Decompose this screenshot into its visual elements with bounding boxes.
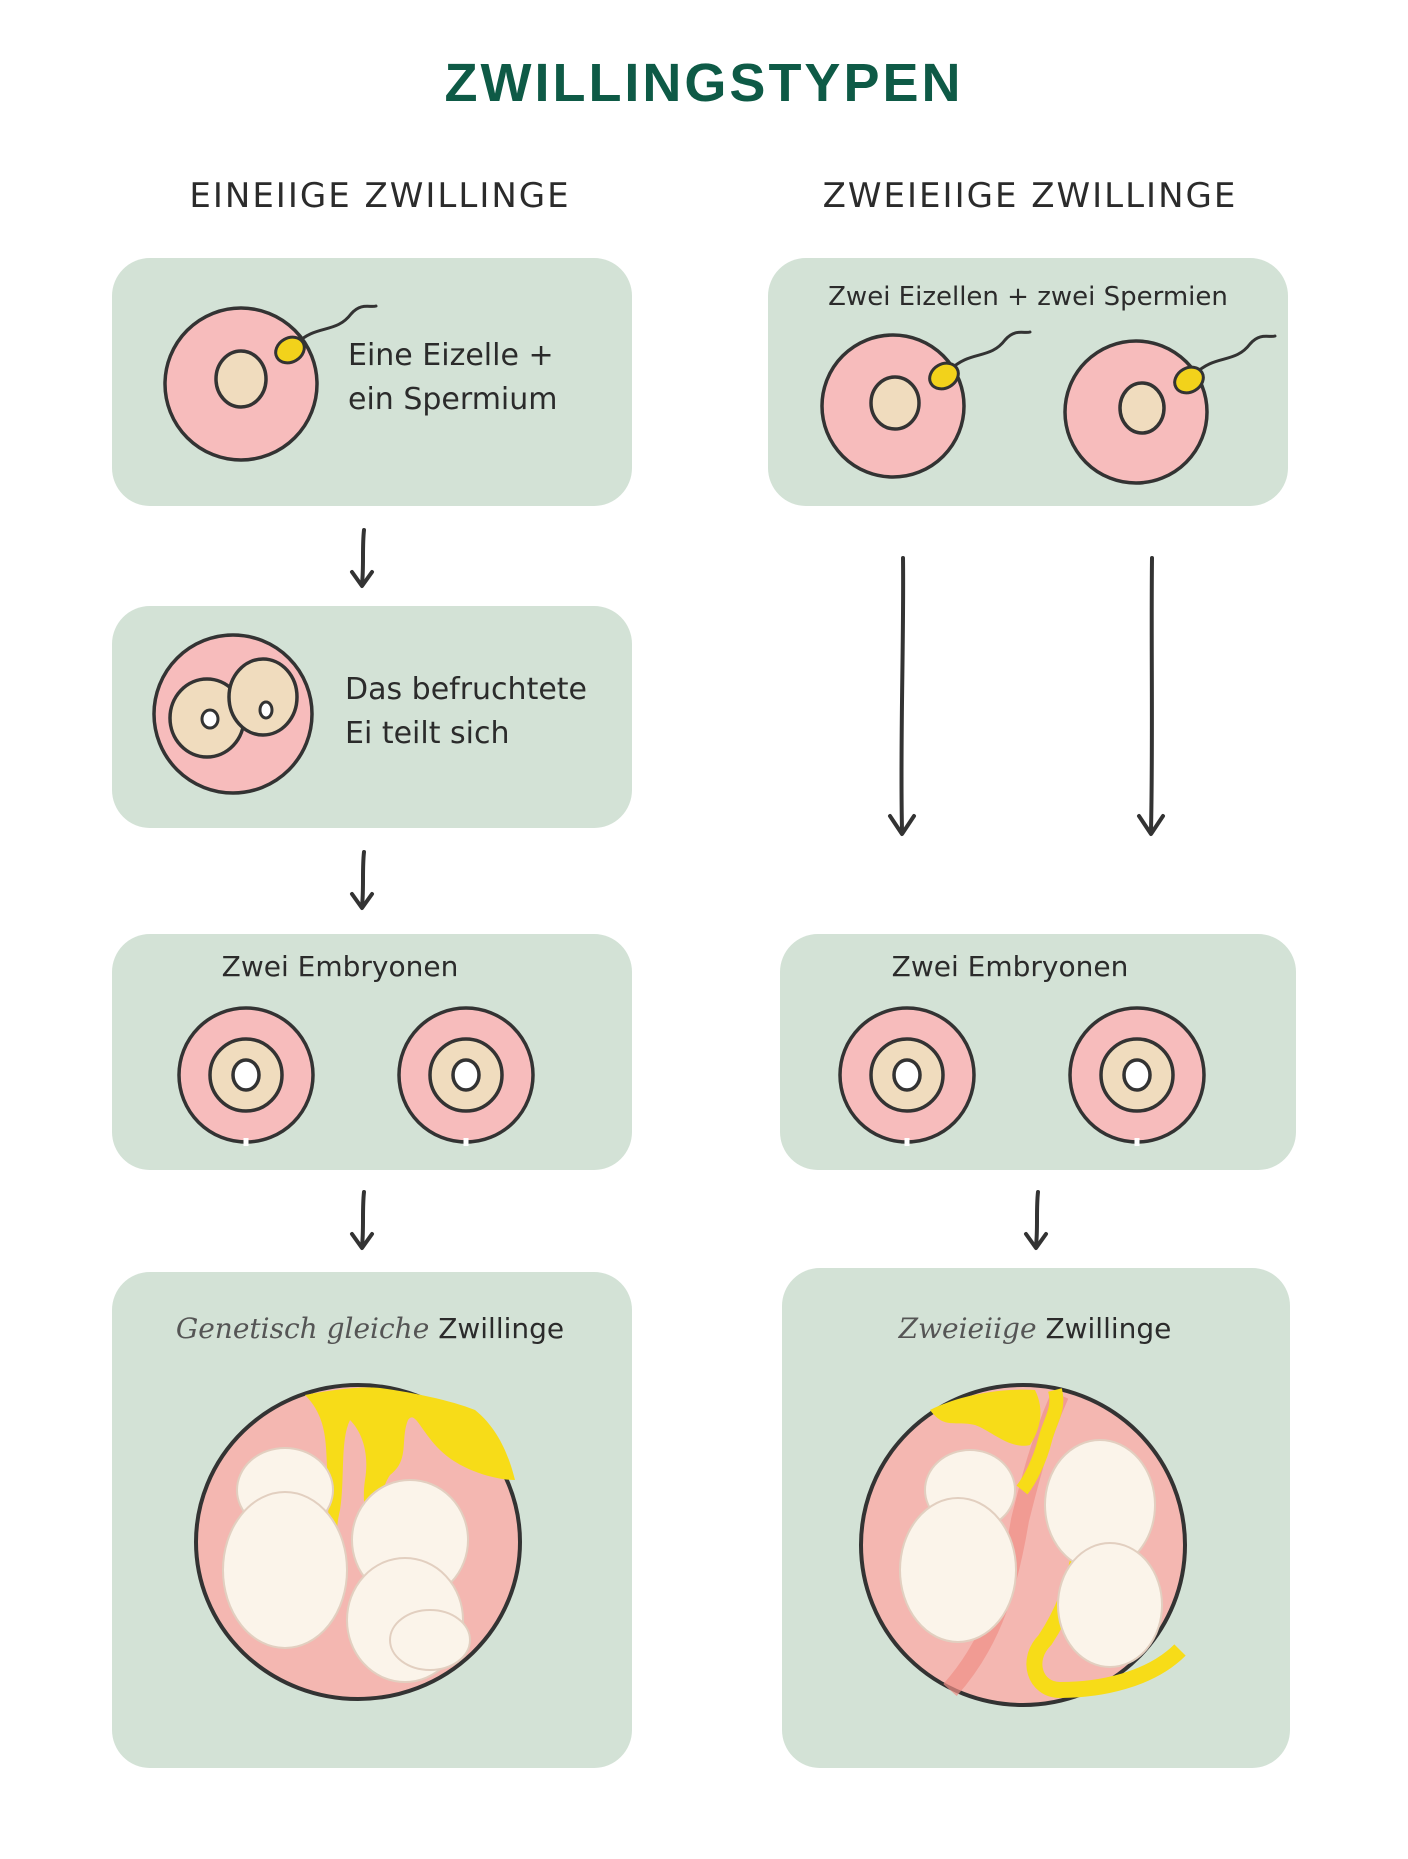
right-step3-label: Zwei Embryonen — [891, 950, 1129, 983]
arrow-down-icon — [350, 850, 374, 910]
left-step2-line1: Das befruchtete — [345, 672, 588, 707]
left-step3-label: Zwei Embryonen — [221, 950, 459, 983]
left-step4-panel — [112, 1272, 632, 1768]
arrow-down-icon — [1024, 1190, 1048, 1250]
left-step1-text: Eine Eizelle + ein Spermium — [348, 334, 558, 422]
left-step2-text: Das befruchtete Ei teilt sich — [345, 668, 587, 756]
left-step1-line2: ein Spermium — [348, 382, 558, 417]
left-column-heading: EINEIIGE ZWILLINGE — [189, 176, 571, 216]
left-step1-line1: Eine Eizelle + — [348, 338, 554, 373]
left-step4-script: Genetisch gleiche — [175, 1312, 430, 1345]
right-step4-word: Zwillinge — [1045, 1312, 1172, 1345]
arrow-down-icon — [1137, 556, 1165, 836]
arrow-down-icon — [350, 528, 374, 588]
right-column-heading: ZWEIEIIGE ZWILLINGE — [822, 176, 1238, 216]
arrow-down-icon — [350, 1190, 374, 1250]
right-step1-label: Zwei Eizellen + zwei Spermien — [828, 282, 1228, 312]
right-step4-script: Zweieiige — [898, 1312, 1037, 1345]
arrow-down-icon — [888, 556, 916, 836]
right-step4-label: Zweieiige Zwillinge — [800, 1312, 1270, 1345]
page-title: ZWILLINGSTYPEN — [444, 53, 964, 113]
left-step4-word: Zwillinge — [438, 1312, 565, 1345]
left-step4-label: Genetisch gleiche Zwillinge — [140, 1312, 600, 1345]
left-step2-line2: Ei teilt sich — [345, 716, 510, 751]
